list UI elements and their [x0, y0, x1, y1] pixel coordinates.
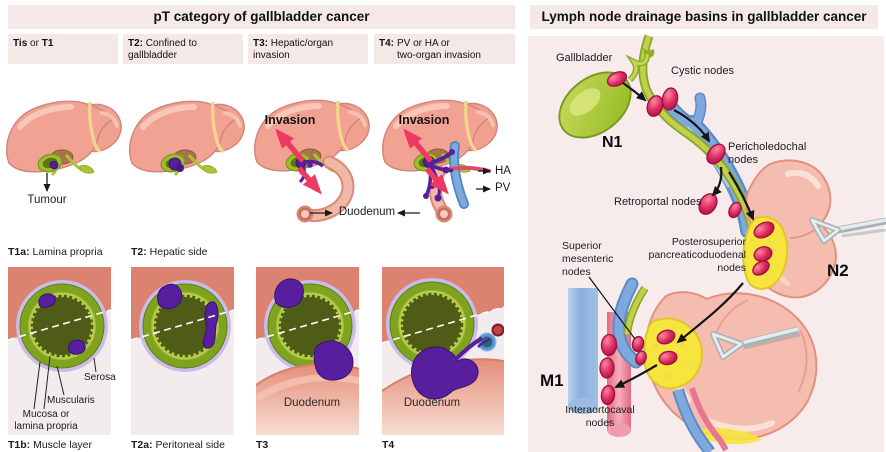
n1-label: N1	[602, 134, 623, 151]
interaortocaval-node-3	[600, 384, 616, 406]
caption-t3: T3	[256, 439, 269, 451]
retroportal-node-2	[728, 201, 742, 219]
gallbladder-shape	[558, 71, 632, 139]
psd-node-1	[753, 221, 775, 239]
pv-label: PV	[495, 182, 511, 194]
arrow-psd-to-sm	[676, 282, 744, 344]
caption-t4: T4	[382, 439, 395, 451]
liver-tis-t1	[7, 101, 122, 175]
psd-node-3	[752, 260, 770, 276]
posterosuperior-label: Posterosuperior pancreaticoduodenal node…	[648, 236, 747, 274]
liver-t2	[130, 101, 245, 175]
arrow-pericholedochal-to-retroportal	[711, 166, 723, 197]
pericholedochal-label: Pericholedochal nodes	[728, 141, 807, 166]
mucosa-label: Mucosa or lamina propria	[14, 409, 78, 432]
retroportal-label: Retroportal nodes	[614, 196, 702, 208]
portal-vein-t4	[449, 141, 469, 209]
ha-label: HA	[495, 165, 511, 177]
invasion-arrow-t3-duodenum	[296, 166, 322, 195]
gallbladder-node	[606, 71, 628, 87]
arrow-gallbladder-to-cystic	[622, 82, 647, 102]
liver-t4	[383, 100, 498, 174]
muscularis-label: Muscularis	[47, 395, 95, 406]
caption-t2: T2: Hepatic side	[131, 246, 208, 258]
drainage-arrows	[588, 82, 755, 388]
header-t2: T2: Confined to gallbladder	[123, 34, 243, 64]
m1-label: M1	[540, 371, 564, 390]
arrow-duct-to-psd	[728, 171, 755, 221]
cystic-nodes-label: Cystic nodes	[671, 65, 734, 77]
superior-mesenteric-vein	[612, 277, 643, 369]
pancreatic-node-2	[658, 350, 678, 366]
interaortocaval-node-2	[599, 357, 615, 379]
cystic-node-1	[646, 95, 664, 117]
n2-label: N2	[827, 261, 849, 280]
superior-mesenteric-pointer-line	[588, 276, 636, 340]
cystic-node-2	[661, 87, 679, 111]
header-tis-bold: Tis	[13, 38, 28, 49]
interaortocaval-node-1	[600, 333, 618, 357]
cross-section-t4	[382, 267, 504, 435]
lymph-nodes	[599, 71, 775, 406]
smv-sma-descending	[672, 387, 729, 452]
pancreatic-node-1	[656, 329, 676, 345]
interaortocaval-label: Interaortocaval nodes	[565, 404, 635, 429]
arrow-to-interaortocaval	[614, 364, 658, 388]
superior-mesenteric-node-2	[635, 350, 647, 366]
cross-section-t2	[131, 267, 234, 435]
invasion-label-t3: Invasion	[264, 113, 316, 127]
caption-t1b: T1b: Muscle layer	[8, 439, 93, 451]
retractor-lower	[710, 326, 801, 360]
cystic-duct	[625, 47, 655, 83]
right-panel-title: Lymph node drainage basins in gallbladde…	[530, 5, 878, 29]
gallbladder-label: Gallbladder	[556, 52, 613, 64]
header-t3: T3: Hepatic/organ invasion	[248, 34, 368, 64]
superior-mesenteric-label: Superior mesenteric nodes	[562, 240, 614, 278]
header-t4: T4:PV or HA or two-organ invasion	[374, 34, 515, 64]
cross-section-t1	[8, 267, 111, 435]
arrow-cystic-to-pericholedochal	[673, 109, 711, 143]
header-tis-t1: Tis or T1	[8, 34, 118, 64]
left-panel-title: pT category of gallbladder cancer	[8, 5, 515, 29]
caption-t1a: T1a: Lamina propria	[8, 246, 103, 258]
cross-section-t3	[256, 267, 359, 435]
invasion-arrow-t3-liver	[275, 128, 306, 163]
invasion-label-t4: Invasion	[398, 113, 450, 127]
serosa-label: Serosa	[84, 372, 116, 383]
tumour-t2	[168, 157, 184, 172]
caption-t2a: T2a: Peritoneal side	[131, 439, 225, 451]
invasion-arrow-t4-duodenum	[424, 167, 449, 195]
pericholedochal-node	[706, 143, 726, 165]
duodenum-label-mid: Duodenum	[338, 206, 396, 218]
inferior-vena-cava	[568, 288, 598, 414]
tumour-label: Tumour	[27, 194, 67, 206]
retractor-upper	[809, 217, 886, 244]
invasion-arrow-t4-liver	[403, 128, 434, 163]
superior-mesenteric-node-1	[631, 335, 645, 353]
tumour-t1	[49, 160, 59, 170]
duodenum-label-t3: Duodenum	[283, 397, 341, 409]
duodenum-tube-t3	[296, 155, 355, 223]
duodenum-label-t4: Duodenum	[403, 397, 461, 409]
